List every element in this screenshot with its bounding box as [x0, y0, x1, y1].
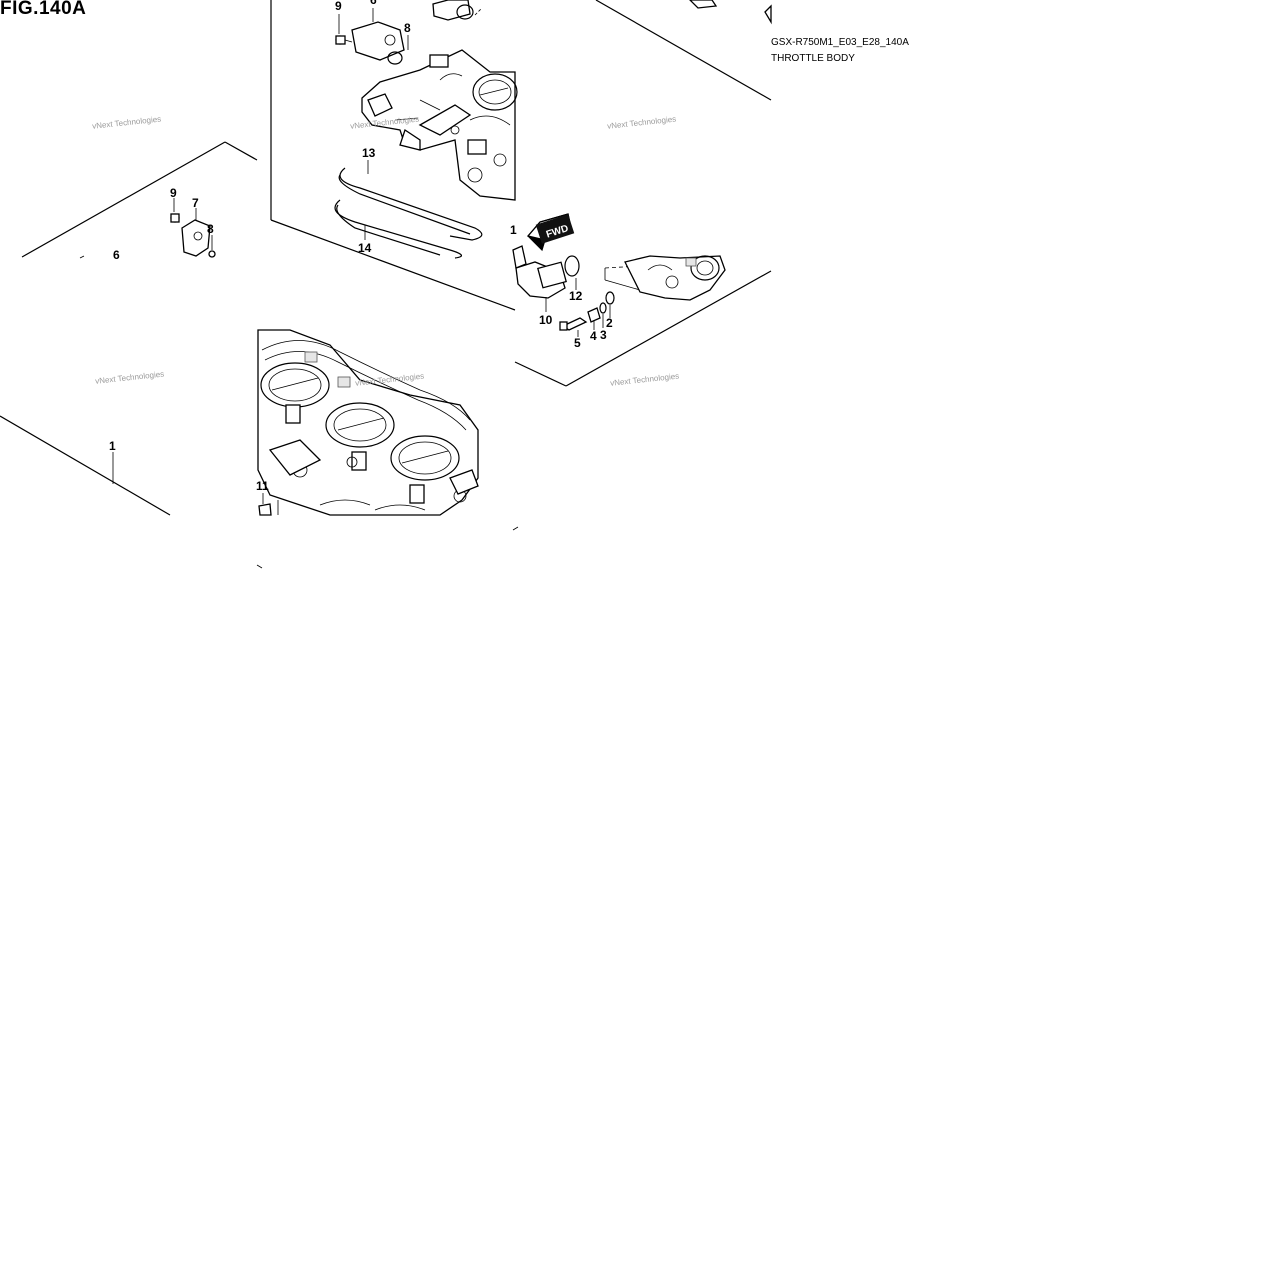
callout-8-left: 8 [207, 222, 214, 236]
tps-sensor-top [335, 0, 483, 65]
callout-9-left: 9 [170, 186, 177, 200]
callout-1: 1 [109, 439, 116, 453]
callout-14: 14 [358, 241, 372, 255]
section-name: THROTTLE BODY [771, 53, 855, 64]
screw-11 [258, 493, 279, 516]
model-code: GSX-R750M1_E03_E28_140A [771, 37, 909, 48]
watermark: vNext Technologies [95, 370, 165, 386]
watermark: vNext Technologies [92, 115, 162, 131]
watermark: vNext Technologies [607, 115, 677, 131]
callout-1-partial: 1 [510, 223, 517, 237]
vacuum-hoses [334, 160, 483, 259]
callout-5: 5 [574, 336, 581, 350]
callout-13: 13 [362, 146, 376, 160]
top-right-fragment [689, 0, 772, 25]
callout-7: 7 [192, 196, 199, 210]
throttle-body-top-view [361, 49, 518, 201]
callout-9-top: 9 [335, 0, 342, 13]
callout-4: 4 [590, 329, 597, 343]
callout-3: 3 [600, 328, 607, 342]
figure-title: FIG.140A [0, 0, 87, 19]
callout-12: 12 [569, 289, 583, 303]
watermarks: vNext Technologies vNext Technologies vN… [92, 115, 680, 388]
throttle-body-assembly [257, 329, 479, 516]
frame-lines [0, 0, 772, 569]
iap-sensor-group [512, 245, 641, 337]
callout-numbers: 9 6 8 13 14 9 7 8 6 1 11 1 10 12 5 4 3 2 [109, 0, 613, 493]
callout-6-top: 6 [370, 0, 377, 7]
callout-11: 11 [256, 479, 269, 493]
tps-sensor-left [79, 198, 216, 259]
callout-6-left: 6 [113, 248, 120, 262]
forward-arrow-icon: FWD [526, 213, 575, 252]
watermark: vNext Technologies [355, 372, 425, 388]
callout-8-top: 8 [404, 21, 411, 35]
callout-10: 10 [539, 313, 553, 327]
watermark: vNext Technologies [610, 372, 680, 388]
throttle-body-side-view [624, 255, 726, 301]
callout-2: 2 [606, 316, 613, 330]
